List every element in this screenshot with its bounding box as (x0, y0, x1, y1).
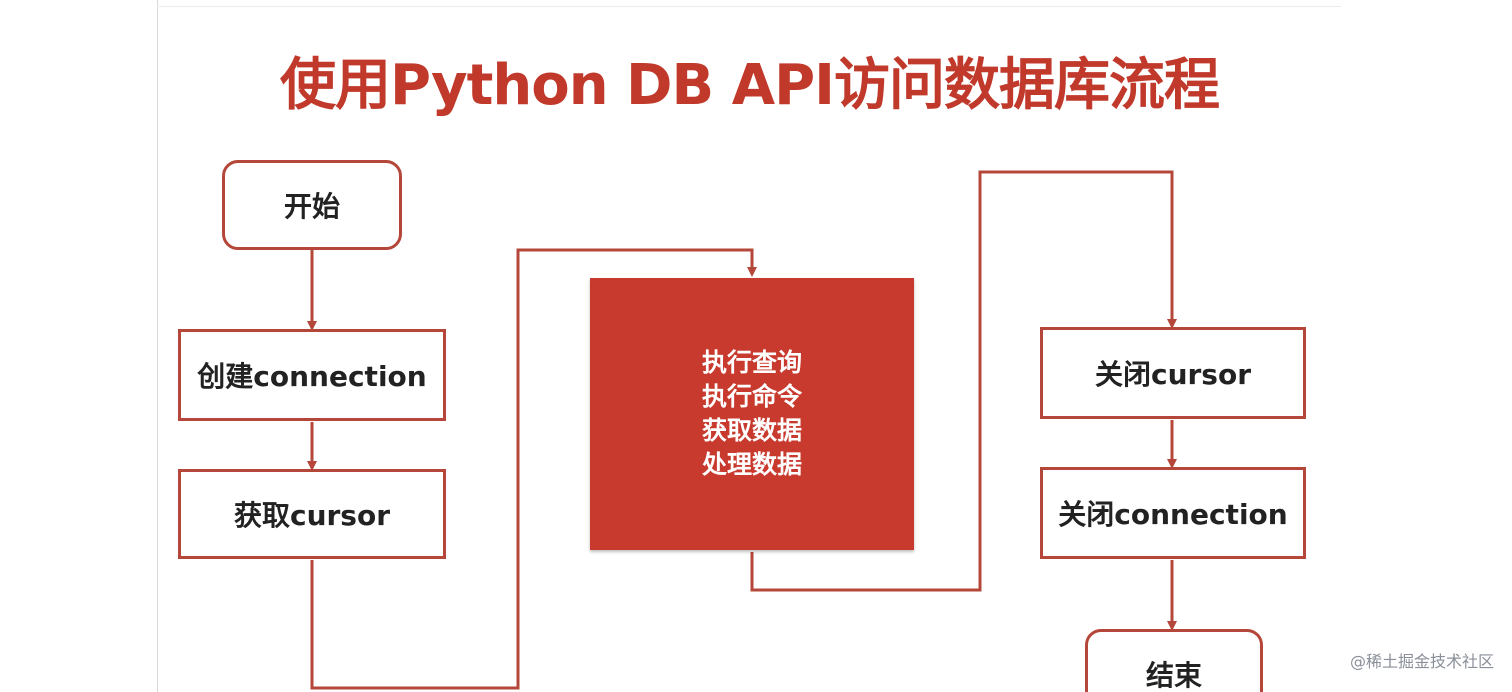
node-operations: 执行查询 执行命令 获取数据 处理数据 (590, 278, 914, 550)
node-close-cursor: 关闭cursor (1040, 327, 1306, 419)
operation-line: 执行查询 (701, 348, 802, 377)
node-close-connection-label: 关闭connection (1058, 498, 1288, 531)
operation-line: 执行命令 (701, 382, 802, 411)
node-create-connection-label: 创建connection (197, 360, 427, 393)
arrow-get-cursor-to-operations (310, 248, 757, 690)
slide-left-edge (157, 0, 158, 692)
arrow-operations-to-close-cursor (750, 170, 1177, 592)
page-title: 使用Python DB API访问数据库流程 (280, 53, 1220, 118)
node-close-connection: 关闭connection (1040, 467, 1306, 559)
slide-top-edge (157, 6, 1341, 7)
node-start: 开始 (222, 160, 402, 250)
node-end-label: 结束 (1145, 659, 1202, 692)
operations-list: 执行查询 执行命令 获取数据 处理数据 (702, 346, 802, 482)
node-get-cursor-label: 获取cursor (233, 499, 391, 532)
operation-line: 处理数据 (701, 450, 802, 479)
node-create-connection: 创建connection (178, 329, 446, 421)
node-end: 结束 (1085, 629, 1263, 692)
watermark: @稀土掘金技术社区 (1349, 652, 1494, 671)
node-start-label: 开始 (283, 190, 340, 223)
operation-line: 获取数据 (701, 416, 802, 445)
node-close-cursor-label: 关闭cursor (1094, 358, 1252, 391)
node-get-cursor: 获取cursor (178, 469, 446, 559)
